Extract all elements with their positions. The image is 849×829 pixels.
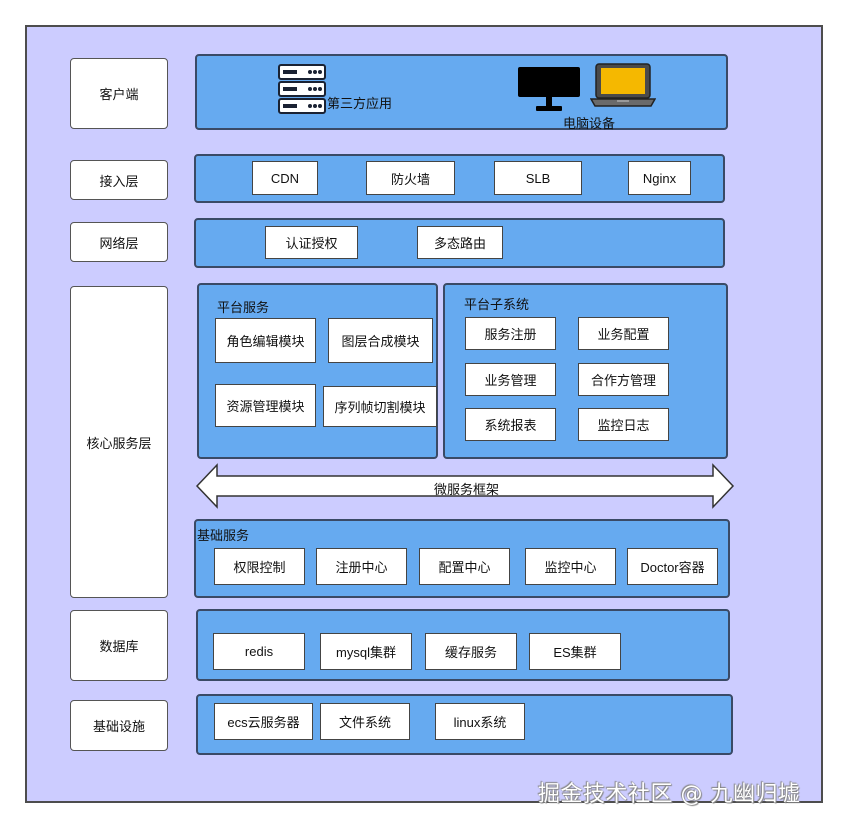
platform-service-item-resource-mgmt: 资源管理模块 — [215, 384, 316, 427]
subsystem-item-monitor-log: 监控日志 — [578, 408, 669, 441]
laptop-icon — [590, 63, 656, 107]
layer-label-client: 客户端 — [70, 58, 168, 129]
watermark-text: 掘金技术社区 @ 九幽归墟 — [538, 782, 801, 807]
access-item-firewall: 防火墙 — [366, 161, 455, 195]
infra-item-linux: linux系统 — [435, 703, 525, 740]
database-item-cache-service: 缓存服务 — [425, 633, 517, 670]
platform-service-item-frame-cut: 序列帧切割模块 — [323, 386, 437, 427]
microservice-framework-arrow — [195, 463, 735, 509]
layer-label-database: 数据库 — [70, 610, 168, 681]
access-item-nginx: Nginx — [628, 161, 691, 195]
base-service-item-monitor-center: 监控中心 — [525, 548, 616, 585]
access-item-cdn: CDN — [252, 161, 318, 195]
subsystem-item-partner-mgmt: 合作方管理 — [578, 363, 669, 396]
platform-service-item-layer-compose: 图层合成模块 — [328, 318, 433, 363]
platform-service-title: 平台服务 — [217, 300, 270, 315]
base-service-item-config-center: 配置中心 — [419, 548, 510, 585]
database-item-es-cluster: ES集群 — [529, 633, 621, 670]
layer-label-infra: 基础设施 — [70, 700, 168, 751]
subsystem-item-business-mgmt: 业务管理 — [465, 363, 556, 396]
pc-device-label: 电脑设备 — [563, 116, 616, 131]
platform-subsystem-title: 平台子系统 — [464, 297, 530, 312]
subsystem-item-business-config: 业务配置 — [578, 317, 669, 350]
subsystem-item-service-register: 服务注册 — [465, 317, 556, 350]
network-item-routing: 多态路由 — [417, 226, 503, 259]
third-party-app-label: 第三方应用 — [327, 96, 393, 111]
base-service-title: 基础服务 — [197, 528, 250, 543]
infra-item-file-system: 文件系统 — [320, 703, 410, 740]
microservice-framework-label: 微服务框架 — [434, 482, 500, 497]
database-item-mysql-cluster: mysql集群 — [320, 633, 412, 670]
subsystem-item-system-report: 系统报表 — [465, 408, 556, 441]
platform-service-panel — [197, 283, 438, 459]
database-item-redis: redis — [213, 633, 305, 670]
base-service-item-registry: 注册中心 — [316, 548, 407, 585]
base-service-item-permission: 权限控制 — [214, 548, 305, 585]
access-item-slb: SLB — [494, 161, 582, 195]
platform-service-item-role-edit: 角色编辑模块 — [215, 318, 316, 363]
layer-label-access: 接入层 — [70, 160, 168, 200]
server-icon — [278, 64, 326, 114]
infra-item-ecs: ecs云服务器 — [214, 703, 313, 740]
network-item-auth: 认证授权 — [265, 226, 358, 259]
layer-label-core: 核心服务层 — [70, 286, 168, 598]
monitor-icon — [518, 67, 580, 111]
base-service-item-doctor-container: Doctor容器 — [627, 548, 718, 585]
layer-label-network: 网络层 — [70, 222, 168, 262]
